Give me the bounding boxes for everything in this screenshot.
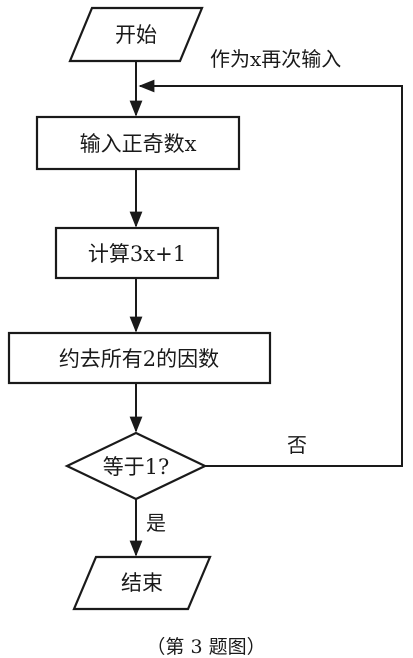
remove-factors-node xyxy=(7,331,272,385)
input-node-label: 输入正奇数x xyxy=(80,132,197,156)
decision-node-label: 等于1? xyxy=(103,455,170,479)
start-node-label: 开始 xyxy=(115,23,157,47)
input-node xyxy=(35,115,241,171)
figure-caption: （第 3 题图） xyxy=(146,636,265,658)
end-node-label: 结束 xyxy=(121,571,163,595)
no-branch-label: 否 xyxy=(287,433,307,457)
end-node xyxy=(72,555,212,611)
remove-factors-node-label: 约去所有2的因数 xyxy=(59,347,219,371)
arrow-loop-back xyxy=(138,79,403,467)
start-node xyxy=(68,6,204,63)
loop-back-label: 作为x再次输入 xyxy=(210,47,341,71)
compute-node xyxy=(54,226,220,280)
yes-branch-label: 是 xyxy=(146,511,166,535)
compute-node-label: 计算3x+1 xyxy=(88,242,186,266)
